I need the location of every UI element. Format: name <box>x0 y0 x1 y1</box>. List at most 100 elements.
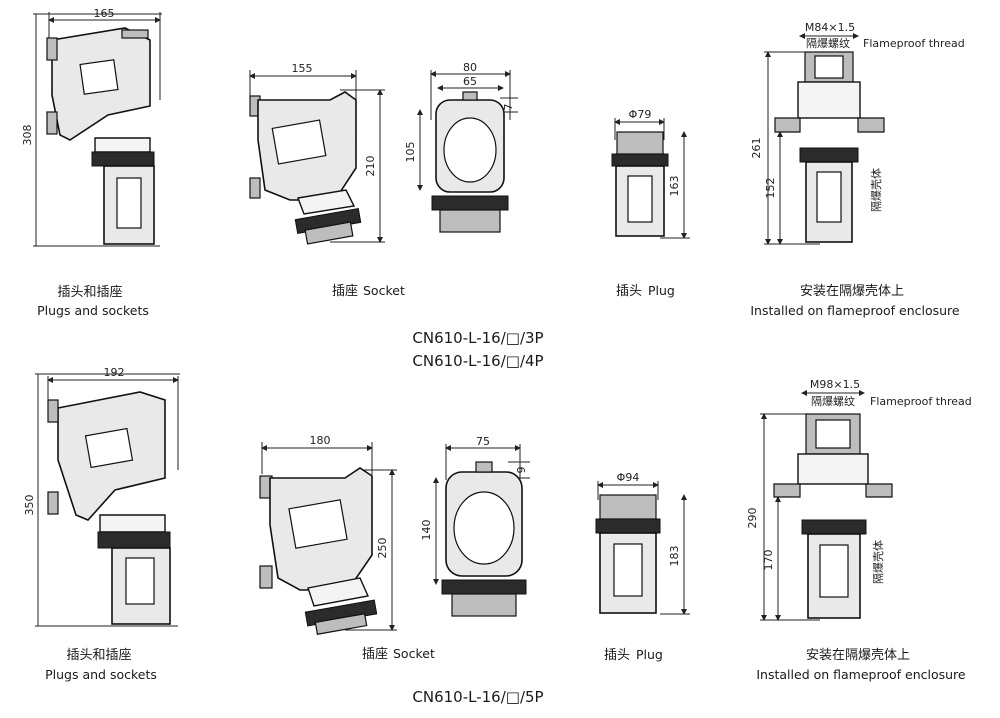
coupling-ring <box>307 577 370 607</box>
dim-top-label: 7 <box>502 104 515 111</box>
dim-height-label: 140 <box>420 520 433 541</box>
model-number: CN610-L-16/□/4P <box>412 352 543 370</box>
locking-ring <box>91 151 155 167</box>
dim-diameter-label: Φ79 <box>629 108 652 121</box>
cover-hinge <box>121 29 149 39</box>
mounting-lug <box>249 177 261 199</box>
dim-height-label: 105 <box>404 142 417 163</box>
dim-total-label: 290 <box>746 508 759 529</box>
plug-label-plate <box>627 175 653 223</box>
caption-cn: 插头和插座 <box>66 648 131 663</box>
locking-ring <box>431 195 509 211</box>
label-plate <box>819 544 849 598</box>
dim-height-label: 183 <box>668 546 681 567</box>
label-plate <box>84 427 134 469</box>
mounting-lug <box>47 491 59 515</box>
dim-width-label: 165 <box>94 7 115 20</box>
contact-insert <box>815 419 851 449</box>
mounting-lug <box>259 565 273 589</box>
dim-outer-width-label: 80 <box>463 61 477 74</box>
cover-disc <box>453 491 515 565</box>
caption-cn: 插头和插座 <box>57 285 122 300</box>
installation-drawing-row1: M84×1.5 隔爆螺纹 Flameproof thread 261 152 隔… <box>750 21 965 318</box>
plug-label-plate <box>116 177 142 229</box>
enclosure-cn-label: 隔爆壳体 <box>869 168 883 212</box>
mounting-lug <box>46 111 58 135</box>
enclosure-wall <box>774 117 885 133</box>
dim-lower-label: 152 <box>764 178 777 199</box>
caption-en: Installed on flameproof enclosure <box>750 303 960 318</box>
locking-ring <box>801 519 867 535</box>
label-plate <box>288 499 348 549</box>
cover-knob <box>462 91 478 101</box>
side-view-drawing-row1: 80 65 105 7 <box>404 61 518 233</box>
thread-cn-label: 隔爆螺纹 <box>811 394 855 408</box>
side-view-drawing-row2: 75 140 9 <box>420 435 530 617</box>
coupling-ring <box>297 189 356 215</box>
cover-disc <box>443 117 497 183</box>
plug-label-plate <box>613 543 643 597</box>
caption-en: Plugs and sockets <box>37 303 149 318</box>
label-plate <box>816 171 842 223</box>
dim-height-label: 210 <box>364 156 377 177</box>
dim-diameter-label: Φ94 <box>617 471 640 484</box>
contact-insert <box>814 55 844 79</box>
dim-width-label: 155 <box>292 62 313 75</box>
coupling-ring <box>99 514 166 533</box>
enclosure-cn-label: 隔爆壳体 <box>871 540 885 584</box>
caption-en: Socket <box>363 283 405 298</box>
thread-en-label: Flameproof thread <box>870 395 972 408</box>
mounting-lug <box>47 399 59 423</box>
label-plate <box>271 119 327 165</box>
plug-drawing-row2: Φ94 183 插头 Plug <box>595 471 690 663</box>
thread-cn-label: 隔爆螺纹 <box>806 36 850 50</box>
caption-cn: 安装在隔爆壳体上 <box>800 284 904 299</box>
dim-height-label: 350 <box>23 495 36 516</box>
thread-en-label: Flameproof thread <box>863 37 965 50</box>
caption-cn: 插头 <box>604 648 630 663</box>
caption-cn: 插座 <box>362 647 388 662</box>
enclosure-wall <box>773 483 893 498</box>
caption-en: Plug <box>648 283 675 298</box>
caption-cn: 插头 <box>616 284 642 299</box>
caption-cn: 插座 <box>332 284 358 299</box>
installation-drawing-row2: M98×1.5 隔爆螺纹 Flameproof thread 290 170 隔… <box>746 378 972 682</box>
caption-cn: 安装在隔爆壳体上 <box>806 648 910 663</box>
socket-mouth <box>451 593 517 617</box>
dim-height-label: 163 <box>668 176 681 197</box>
dim-total-label: 261 <box>750 138 763 159</box>
caption-en: Plugs and sockets <box>45 667 157 682</box>
dim-height-label: 250 <box>376 538 389 559</box>
socket-mouth <box>439 209 501 233</box>
dim-lower-label: 170 <box>762 550 775 571</box>
enclosure-fitting <box>797 453 869 485</box>
locking-ring <box>799 147 859 163</box>
mounting-lug <box>46 37 58 61</box>
plug-drawing-row1: Φ79 163 插头 Plug <box>611 108 690 299</box>
locking-ring <box>611 153 669 167</box>
dim-outer-width-label: 75 <box>476 435 490 448</box>
enclosure-fitting <box>797 81 861 119</box>
locking-ring <box>595 518 661 534</box>
model-number: CN610-L-16/□/5P <box>412 688 543 706</box>
socket-mouth <box>304 221 354 245</box>
locking-ring <box>441 579 527 595</box>
coupling-ring <box>94 137 151 153</box>
thread-spec-label: M84×1.5 <box>805 21 855 34</box>
caption-en: Installed on flameproof enclosure <box>756 667 966 682</box>
plug-label-plate <box>125 557 155 605</box>
plug-mouth <box>616 131 664 155</box>
thread-spec-label: M98×1.5 <box>810 378 860 391</box>
dim-width-label: 192 <box>104 366 125 379</box>
dim-width-label: 180 <box>310 434 331 447</box>
socket-mouth <box>314 613 368 635</box>
socket-drawing-row2: 180 250 插座 Socket <box>259 434 435 662</box>
locking-ring <box>97 531 171 549</box>
model-number: CN610-L-16/□/3P <box>412 329 543 347</box>
plug-mouth <box>599 494 657 520</box>
combo-drawing-row1: 165 308 插头和插座 Plugs and sockets <box>21 7 162 318</box>
dim-inner-width-label: 65 <box>463 75 477 88</box>
caption-en: Plug <box>636 647 663 662</box>
combo-drawing-row2: 192 350 插头和插座 Plugs and sockets <box>23 366 180 682</box>
